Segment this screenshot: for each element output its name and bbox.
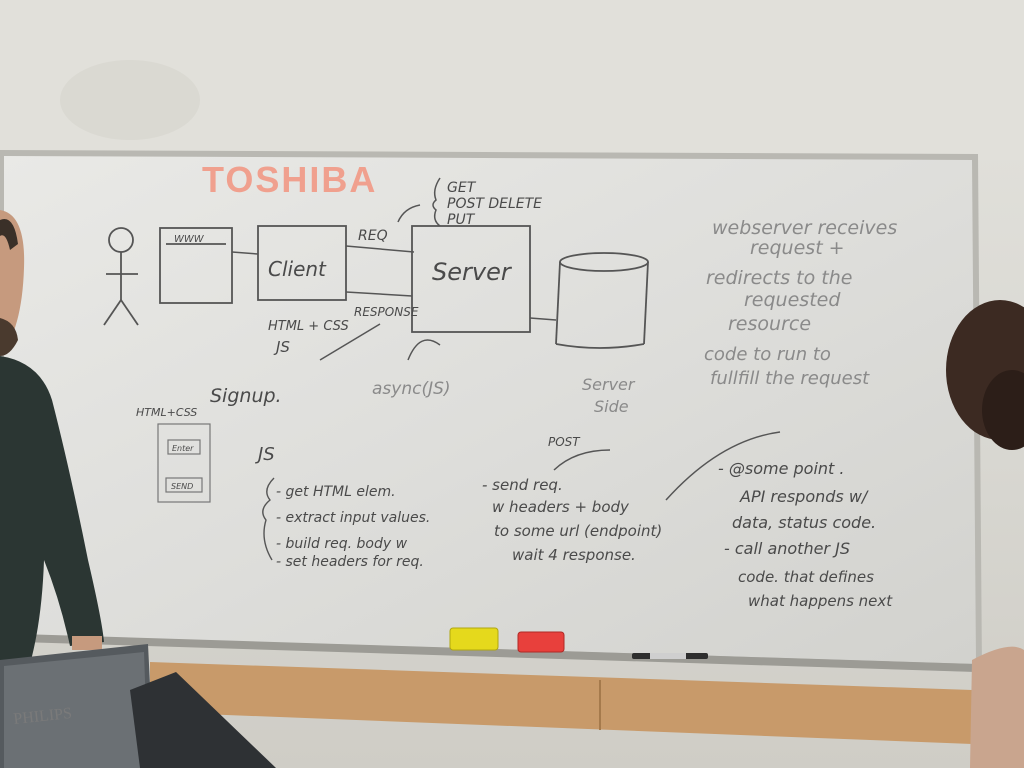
method-post-delete: POST DELETE xyxy=(447,196,542,212)
monitor-second xyxy=(130,672,276,768)
database-icon xyxy=(555,252,649,349)
api-note-3: data, status code. xyxy=(732,513,876,532)
js-arrow xyxy=(319,323,381,361)
api-arrow xyxy=(665,431,781,501)
js-step-2: - extract input values. xyxy=(276,510,430,526)
audience-head xyxy=(946,300,1024,768)
browser-label: WWW xyxy=(174,234,205,245)
philips-logo: PHILIPS xyxy=(13,705,73,728)
js-step-1: - get HTML elem. xyxy=(276,484,396,500)
note-line-2: request + xyxy=(750,237,845,259)
monitor: PHILIPS xyxy=(0,644,154,768)
post-arrow xyxy=(553,449,611,471)
presenter-figure xyxy=(0,210,104,664)
api-note-6: what happens next xyxy=(748,592,893,610)
arrows xyxy=(231,204,781,501)
form-enter-label: Enter xyxy=(172,444,194,453)
method-get: GET xyxy=(447,180,477,196)
js-step-3: - build req. body w xyxy=(276,536,408,552)
marker-pen[interactable] xyxy=(632,653,708,659)
js-label: JS xyxy=(273,338,290,356)
async-label: async(JS) xyxy=(372,379,451,399)
form-send-label: SEND xyxy=(171,482,193,491)
api-note-2: API responds w/ xyxy=(739,487,869,506)
wooden-rail xyxy=(150,662,972,744)
note-line-3: redirects to the xyxy=(706,267,852,289)
req-methods-arrow xyxy=(397,204,421,223)
api-note-5: code. that defines xyxy=(738,568,874,586)
wall-stain xyxy=(60,60,200,140)
note-line-5: resource xyxy=(728,313,811,335)
server-side-label-1: Server xyxy=(582,375,636,394)
form-sketch-icon xyxy=(157,423,211,503)
whiteboard xyxy=(4,156,976,664)
post-label: POST xyxy=(548,435,581,449)
browser-window-icon xyxy=(159,227,233,304)
response-label: RESPONSE xyxy=(354,305,419,319)
js-steps-title: JS xyxy=(255,444,275,465)
html-css-label: HTML + CSS xyxy=(268,319,349,334)
req-arrow xyxy=(345,245,415,253)
red-eraser[interactable] xyxy=(517,631,565,653)
send-step-2: w headers + body xyxy=(492,498,630,516)
marker-tray xyxy=(20,634,976,672)
form-html-label: HTML+CSS xyxy=(136,406,197,419)
client-label: Client xyxy=(268,257,327,281)
server-db-arrow xyxy=(529,317,557,321)
send-step-3: to some url (endpoint) xyxy=(494,522,662,540)
send-step-1: - send req. xyxy=(482,476,563,494)
signup-label: Signup. xyxy=(210,385,282,407)
async-arrow xyxy=(407,339,441,361)
api-note-4: - call another JS xyxy=(724,539,850,558)
note-line-7: fullfill the request xyxy=(710,368,870,389)
response-arrow xyxy=(345,291,413,297)
browser-client-arrow xyxy=(231,251,259,255)
server-side-label-2: Side xyxy=(594,397,629,416)
api-note-1: - @some point . xyxy=(718,459,844,478)
methods-brace-icon xyxy=(432,177,441,227)
toshiba-logo: TOSHIBA xyxy=(202,159,377,200)
server-label: Server xyxy=(432,258,513,286)
user-figure-icon xyxy=(103,227,139,326)
send-step-4: wait 4 response. xyxy=(512,546,636,564)
client-box xyxy=(257,225,347,301)
note-line-1: webserver receives xyxy=(712,217,897,239)
note-line-4: requested xyxy=(744,289,841,311)
js-step-4: - set headers for req. xyxy=(276,554,424,570)
js-steps-brace-icon xyxy=(262,477,275,561)
method-put: PUT xyxy=(447,212,476,228)
server-box xyxy=(411,225,531,333)
req-label: REQ xyxy=(358,228,388,244)
note-line-6: code to run to xyxy=(704,344,831,365)
yellow-eraser[interactable] xyxy=(449,627,499,651)
